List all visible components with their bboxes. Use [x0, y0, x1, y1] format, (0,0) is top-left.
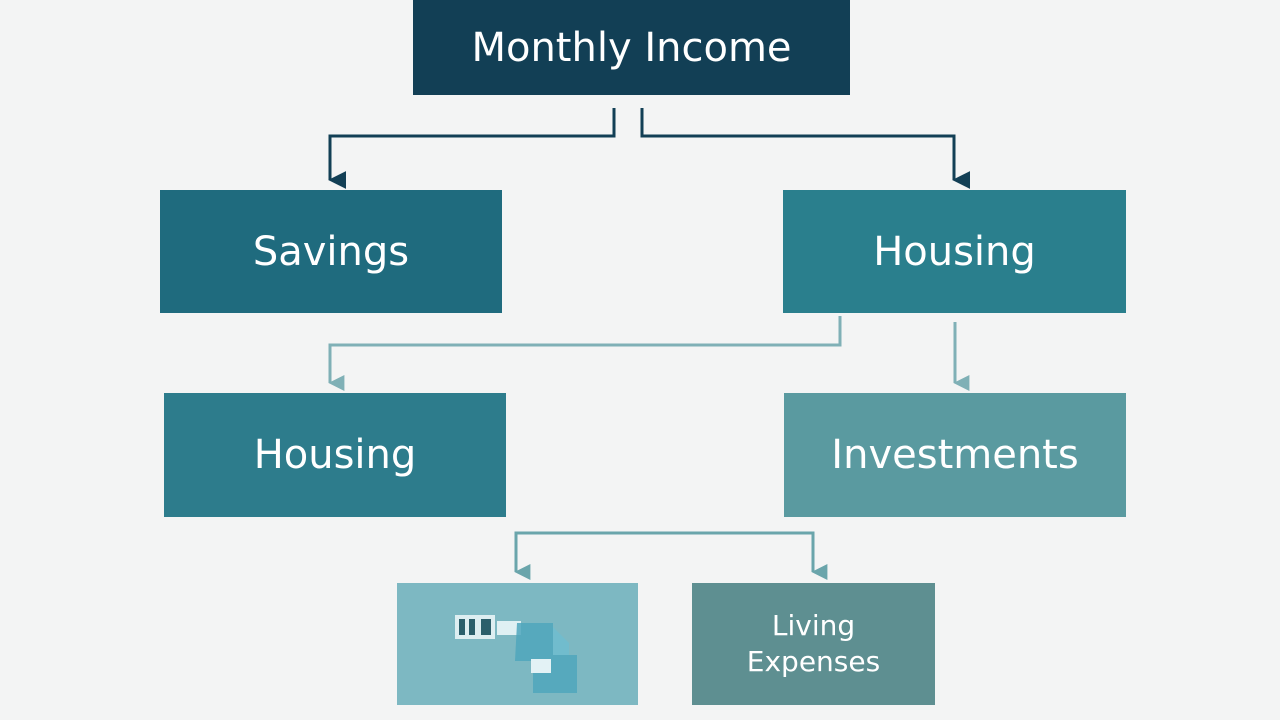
- node-label: Monthly Income: [471, 24, 792, 71]
- node-housing-top: Housing: [783, 190, 1126, 313]
- node-housing-mid: Housing: [164, 393, 506, 517]
- node-label: Housing: [873, 228, 1036, 275]
- arrow-housing-to-housing: [328, 316, 842, 391]
- node-monthly-income: Monthly Income: [413, 0, 850, 95]
- node-label-line1: Living: [771, 609, 856, 642]
- node-label: Investments: [831, 432, 1079, 478]
- node-label: Savings: [252, 228, 410, 275]
- arrow-root-to-housing: [640, 108, 971, 189]
- arrow-root-to-savings: [328, 108, 616, 189]
- node-unlabeled: [397, 583, 638, 705]
- arrow-branch-to-blank-box: [514, 531, 665, 580]
- node-label-line2: Expenses: [746, 645, 881, 678]
- node-living-expenses: Living Expenses: [692, 583, 935, 705]
- node-label: Housing: [253, 432, 417, 478]
- node-savings: Savings: [160, 190, 502, 313]
- garbled-graphic: [455, 615, 577, 693]
- node-investments: Investments: [784, 393, 1126, 517]
- arrow-branch-to-living-expenses: [665, 531, 828, 580]
